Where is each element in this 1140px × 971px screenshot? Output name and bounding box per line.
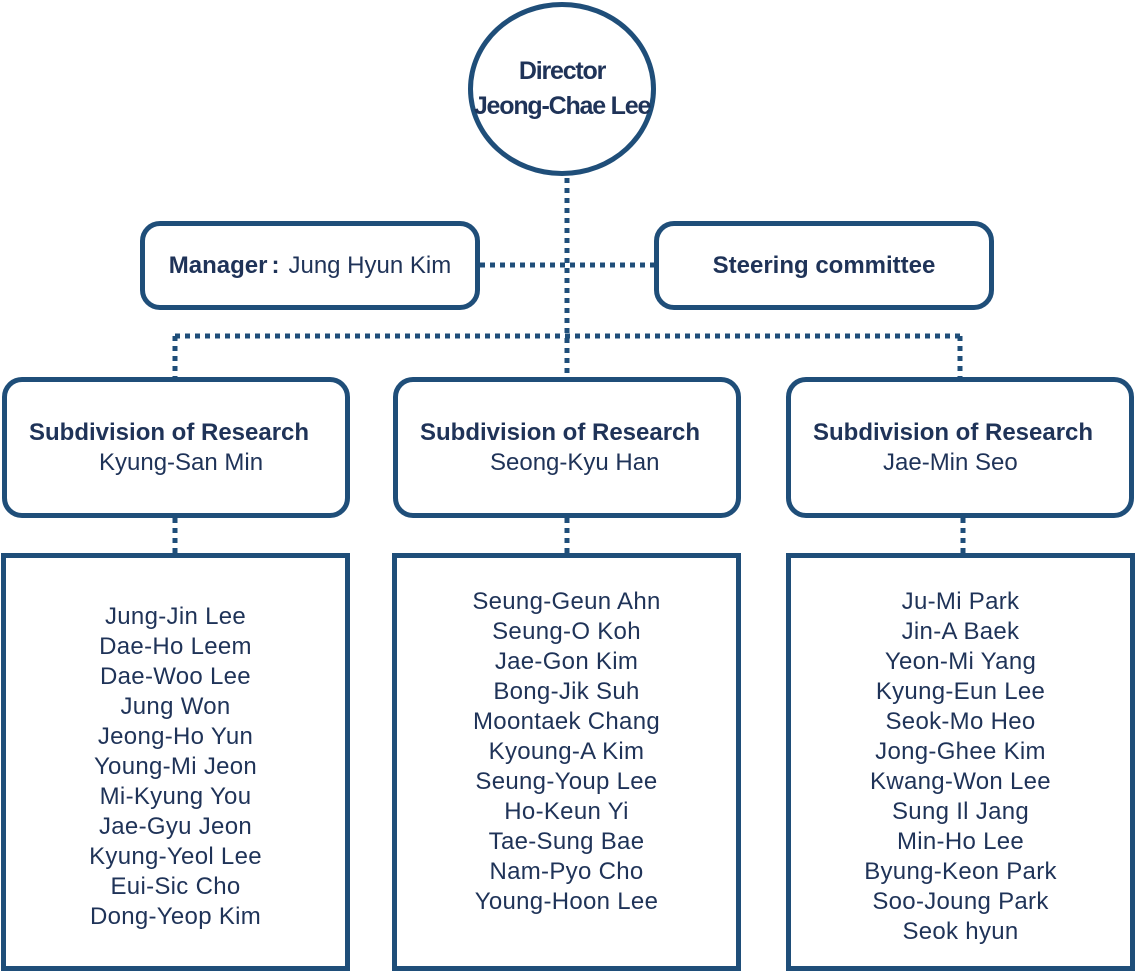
member-name: Mi-Kyung You bbox=[99, 783, 252, 810]
member-name: Seung-Geun Ahn bbox=[472, 588, 661, 615]
member-name: Kwang-Won Lee bbox=[870, 768, 1051, 795]
manager-role: Manager bbox=[168, 251, 268, 279]
member-name: Kyung-Eun Lee bbox=[875, 678, 1046, 705]
member-name: Seok-Mo Heo bbox=[885, 708, 1036, 735]
member-name: Kyung-Yeol Lee bbox=[89, 843, 262, 870]
subdivision-lead: Jae-Min Seo bbox=[883, 448, 1018, 476]
subdivision-node-2: Subdivision of Research Seong-Kyu Han bbox=[393, 377, 741, 518]
member-name: Seung-O Koh bbox=[492, 618, 641, 645]
subdivision-title: Subdivision of Research bbox=[813, 418, 1094, 446]
member-name: Soo-Joung Park bbox=[872, 888, 1049, 915]
subdivision-title: Subdivision of Research bbox=[420, 418, 701, 446]
director-name: Jeong-Chae Lee bbox=[473, 92, 652, 120]
member-name: Byung-Keon Park bbox=[864, 858, 1057, 885]
member-name: Jung-Jin Lee bbox=[104, 603, 247, 630]
member-name: Bong-Jik Suh bbox=[493, 678, 640, 705]
member-name: Jae-Gon Kim bbox=[494, 648, 639, 675]
member-name: Jung Won bbox=[120, 693, 231, 720]
member-list-1: Jung-Jin Lee Dae-Ho Leem Dae-Woo Lee Jun… bbox=[1, 553, 350, 971]
member-name: Eui-Sic Cho bbox=[110, 873, 241, 900]
director-title: Director bbox=[518, 57, 606, 85]
subdivision-lead: Kyung-San Min bbox=[99, 448, 264, 476]
member-name: Jin-A Baek bbox=[901, 618, 1020, 645]
member-name: Young-Hoon Lee bbox=[474, 888, 659, 915]
member-name: Ho-Keun Yi bbox=[504, 798, 629, 825]
member-name: Kyoung-A Kim bbox=[488, 738, 645, 765]
member-name: Dong-Yeop Kim bbox=[89, 903, 262, 930]
manager-node: Manager : Jung Hyun Kim bbox=[140, 221, 480, 310]
member-name: Jae-Gyu Jeon bbox=[98, 813, 252, 840]
member-name: Sung Il Jang bbox=[891, 798, 1030, 825]
subdivision-title: Subdivision of Research bbox=[29, 418, 310, 446]
member-name: Tae-Sung Bae bbox=[488, 828, 645, 855]
director-node: Director Jeong-Chae Lee bbox=[468, 2, 656, 176]
member-name: Dae-Woo Lee bbox=[100, 663, 251, 690]
member-list-3: Ju-Mi Park Jin-A Baek Yeon-Mi Yang Kyung… bbox=[786, 553, 1135, 971]
member-name: Seung-Youp Lee bbox=[475, 768, 658, 795]
member-name: Dae-Ho Leem bbox=[99, 633, 252, 660]
subdivision-node-3: Subdivision of Research Jae-Min Seo bbox=[786, 377, 1134, 518]
member-list-2: Seung-Geun Ahn Seung-O Koh Jae-Gon Kim B… bbox=[392, 553, 741, 971]
steering-committee-node: Steering committee bbox=[654, 221, 994, 310]
member-name: Min-Ho Lee bbox=[896, 828, 1025, 855]
manager-name: Jung Hyun Kim bbox=[288, 251, 452, 279]
member-name: Seok hyun bbox=[902, 918, 1019, 945]
member-name: Yeon-Mi Yang bbox=[884, 648, 1037, 675]
member-name: Nam-Pyo Cho bbox=[489, 858, 644, 885]
steering-committee-label: Steering committee bbox=[712, 251, 936, 279]
member-name: Moontaek Chang bbox=[473, 708, 660, 735]
subdivision-lead: Seong-Kyu Han bbox=[490, 448, 660, 476]
manager-separator: : bbox=[271, 251, 280, 279]
member-name: Ju-Mi Park bbox=[901, 588, 1020, 615]
member-name: Jong-Ghee Kim bbox=[875, 738, 1046, 765]
member-name: Young-Mi Jeon bbox=[93, 753, 258, 780]
subdivision-node-1: Subdivision of Research Kyung-San Min bbox=[2, 377, 350, 518]
member-name: Jeong-Ho Yun bbox=[97, 723, 254, 750]
